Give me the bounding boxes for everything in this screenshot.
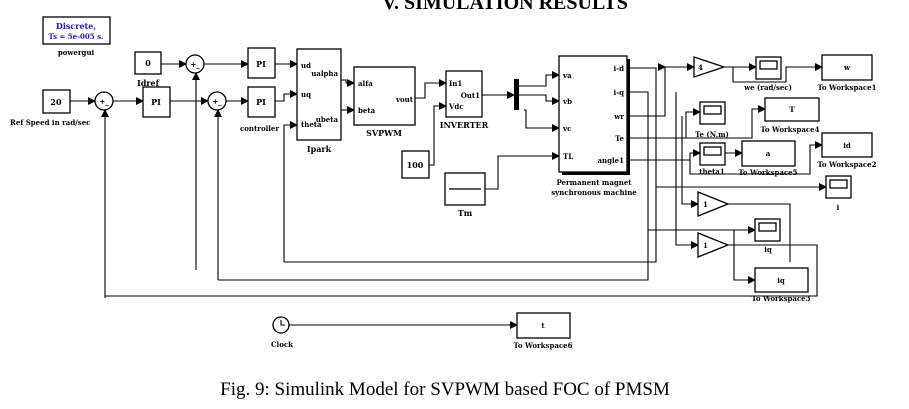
workspace-label: To Workspace3 xyxy=(752,294,811,303)
port-ualpha: ualpha xyxy=(311,69,338,78)
to-workspace-t-torque[interactable]: T xyxy=(764,97,820,122)
gain-value: 4 xyxy=(698,63,703,72)
controller-label: controller xyxy=(240,124,279,133)
workspace-label: To Workspace1 xyxy=(818,83,877,92)
port-ubeta: ubeta xyxy=(316,115,339,124)
idref-constant-block[interactable]: 0 xyxy=(134,51,162,75)
workspace-var: t xyxy=(541,321,545,330)
scope-iq[interactable] xyxy=(754,218,781,242)
workspace-var: w xyxy=(843,63,851,72)
scope-theta-label: theta1 xyxy=(699,167,725,176)
gain-block-1-upper[interactable]: 1 xyxy=(697,191,730,217)
figure-caption: Fig. 9: Simulink Model for SVPWM based F… xyxy=(220,379,670,400)
workspace-label: To Workspace6 xyxy=(514,341,573,350)
clock-icon xyxy=(280,320,285,326)
gain-value: 1 xyxy=(703,241,708,250)
ref-speed-constant-block[interactable]: 20 xyxy=(42,89,71,114)
pi-label: PI xyxy=(151,97,161,107)
port-vdc: Vdc xyxy=(448,102,464,111)
to-workspace-a[interactable]: a xyxy=(741,140,796,167)
wires xyxy=(70,60,827,329)
ref-speed-value: 20 xyxy=(50,97,62,107)
to-workspace-w[interactable]: w xyxy=(821,54,873,81)
vdc-value: 100 xyxy=(407,160,424,170)
idref-label: Idref xyxy=(137,78,160,88)
port-iq: i-q xyxy=(614,88,625,97)
scope-i[interactable] xyxy=(825,175,852,199)
port-va: va xyxy=(562,71,572,80)
workspace-var: iq xyxy=(777,276,785,285)
port-vc: vc xyxy=(562,124,571,133)
clock-label: Clock xyxy=(271,340,293,349)
workspace-var: id xyxy=(843,141,851,150)
section-heading: V. SIMULATION RESULTS xyxy=(382,0,628,14)
ref-speed-label: Ref Speed in rad/sec xyxy=(10,118,90,127)
gain-block-1-lower[interactable]: 1 xyxy=(697,232,730,258)
tm-label: Tm xyxy=(458,208,473,218)
scope-we-label: we (rad/sec) xyxy=(743,83,792,92)
clock-block[interactable] xyxy=(272,316,290,334)
vdc-constant-block[interactable]: 100 xyxy=(401,150,430,179)
svpwm-label: SVPWM xyxy=(366,128,402,138)
port-wr: wr xyxy=(613,112,624,121)
to-workspace-iq[interactable]: iq xyxy=(754,267,809,293)
sum-sign: +_ xyxy=(99,97,109,106)
pi-block-q[interactable]: PI xyxy=(247,86,276,118)
port-ud: ud xyxy=(301,61,311,70)
port-vb: vb xyxy=(562,97,572,106)
idref-value: 0 xyxy=(145,58,151,68)
powergui-block[interactable]: Discrete, Ts = 5e-005 s. xyxy=(42,16,111,45)
pmsm-block[interactable]: va vb vc TL i-d i-q wr Te angle1 xyxy=(558,55,630,175)
port-uq: uq xyxy=(301,90,311,99)
ipark-label: Ipark xyxy=(307,144,332,154)
sum-sign: +_ xyxy=(212,97,222,106)
tm-step-block[interactable] xyxy=(444,172,486,206)
workspace-var: T xyxy=(789,105,795,114)
to-workspace-id[interactable]: id xyxy=(821,132,873,158)
workspace-label: To Workspace2 xyxy=(818,160,877,169)
pmsm-label-1: Permanent magnet xyxy=(556,178,632,187)
pi-label: PI xyxy=(256,59,266,69)
sum-block-iq[interactable]: +_ xyxy=(207,91,227,111)
scope-we[interactable] xyxy=(755,56,782,80)
powergui-label: powergui xyxy=(58,48,95,57)
port-tl: TL xyxy=(563,152,573,161)
scope-i-label: i xyxy=(837,203,840,212)
port-te: Te xyxy=(615,134,624,143)
gain-value: 1 xyxy=(703,200,708,209)
pmsm-label-2: synchronous machine xyxy=(551,188,637,197)
pi-block-speed[interactable]: PI xyxy=(142,86,171,118)
pi-label: PI xyxy=(256,97,266,107)
workspace-var: a xyxy=(766,149,771,158)
ipark-block[interactable]: ud uq theta ualpha ubeta xyxy=(296,48,342,141)
port-theta: theta xyxy=(301,120,322,129)
inverter-label: INVERTER xyxy=(440,120,489,130)
sum-block-speed[interactable]: +_ xyxy=(94,91,114,111)
sum-sign: +_ xyxy=(190,60,200,69)
sum-block-id[interactable]: +_ xyxy=(185,54,205,74)
to-workspace-t-time[interactable]: t xyxy=(516,312,571,339)
mux-block[interactable] xyxy=(514,79,519,110)
scope-te-label: Te (N.m) xyxy=(695,130,729,139)
scope-iq-label: iq xyxy=(764,245,772,254)
scope-te[interactable] xyxy=(699,101,726,125)
port-beta: beta xyxy=(358,106,376,115)
port-id: i-d xyxy=(614,64,625,73)
port-vout: vout xyxy=(395,95,414,104)
powergui-line2: Ts = 5e-005 s. xyxy=(49,32,104,41)
svpwm-block[interactable]: alfa beta vout xyxy=(353,66,416,126)
port-out1: Out1 xyxy=(461,91,480,100)
scope-theta[interactable] xyxy=(699,142,726,166)
port-alfa: alfa xyxy=(358,79,373,88)
port-in1: In1 xyxy=(449,79,462,88)
workspace-label: To Workspace4 xyxy=(761,125,820,134)
inverter-block[interactable]: In1 Vdc Out1 xyxy=(445,70,483,118)
port-angle: angle1 xyxy=(597,156,624,165)
powergui-line1: Discrete, xyxy=(56,21,96,31)
gain-block-4[interactable]: 4 xyxy=(693,56,727,78)
workspace-label: To Workspace5 xyxy=(739,168,798,177)
pi-block-d[interactable]: PI xyxy=(247,47,276,79)
